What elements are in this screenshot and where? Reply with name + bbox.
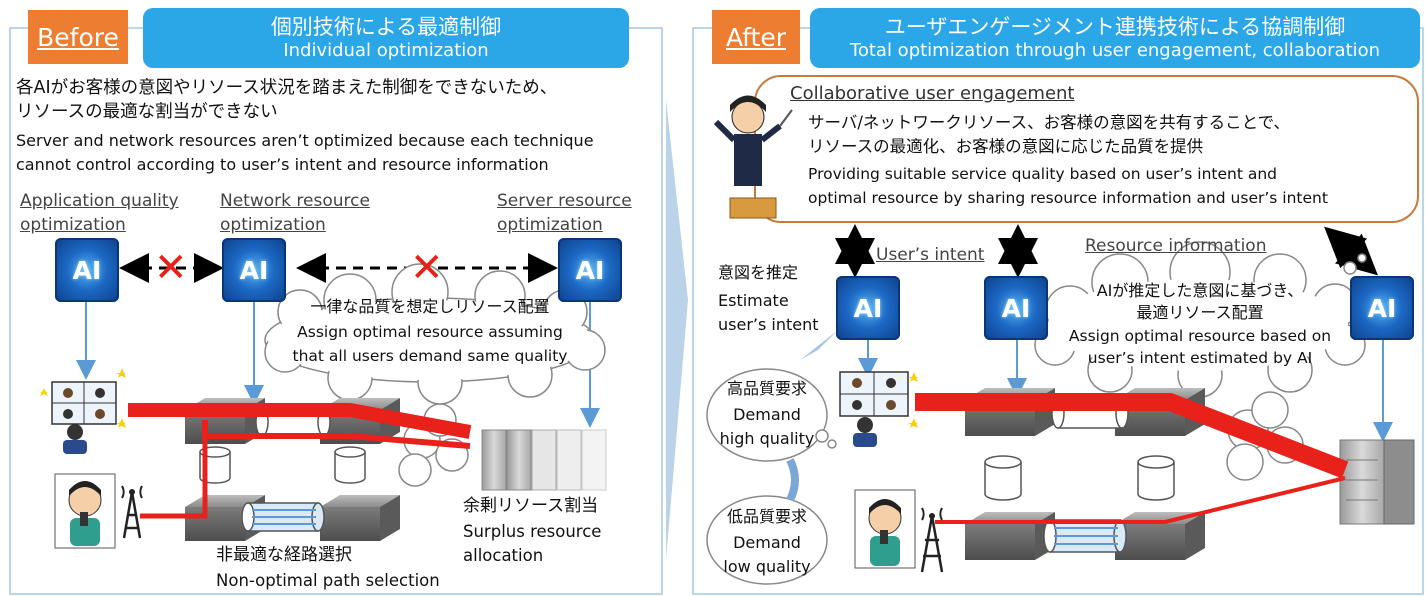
engagement-jp-2: リソースの最適化、お客様の意図に応じた品質を提供: [808, 137, 1204, 156]
high-quality-en-2: high quality: [719, 429, 815, 448]
after-title-en: Total optimization through user engageme…: [849, 39, 1381, 61]
after-flow-low: [935, 476, 1346, 524]
before-flow-video-lower: [202, 420, 471, 449]
engagement-title: Collaborative user engagement: [790, 83, 1075, 104]
estimate-pointer: [800, 330, 838, 360]
after-ai-app-icon: AI: [836, 276, 900, 340]
after-title-jp: ユーザエンゲージメント連携技術による協調制御: [884, 14, 1346, 39]
path-jp: 非最適な経路選択: [216, 545, 352, 565]
cross-icon-1: ✕: [154, 245, 188, 291]
after-cloud-jp-1: AIが推定した意図に基づき、: [1096, 281, 1304, 300]
surplus-en-1: Surplus resource: [463, 522, 602, 541]
before-ai-network-icon: AI: [222, 238, 286, 302]
estimate-jp: 意図を推定: [718, 263, 799, 282]
low-quality-en-2: low quality: [723, 557, 811, 576]
before-flow-video: [128, 403, 472, 439]
before-title-en: Individual optimization: [283, 39, 489, 61]
before-flow-mobile: [140, 436, 208, 519]
after-ai-network-icon: AI: [984, 276, 1048, 340]
before-desc-en-2: cannot control according to user’s inten…: [16, 155, 549, 174]
label-server-resource-1: Server resource: [497, 191, 632, 211]
before-title-jp: 個別技術による最適制御: [270, 14, 502, 39]
before-video-conf-icon: [40, 368, 126, 454]
engagement-en-1: Providing suitable service quality based…: [808, 165, 1278, 183]
after-server: [1339, 439, 1415, 525]
label-app-quality-2: optimization: [20, 215, 126, 235]
after-tag: After: [712, 10, 800, 64]
before-ai-server-icon: AI: [558, 238, 622, 302]
label-server-resource-2: optimization: [497, 215, 603, 235]
before-tag-label: Before: [37, 22, 119, 52]
label-network-resource-2: optimization: [220, 215, 326, 235]
high-quality-jp: 高品質要求: [726, 379, 807, 398]
low-quality-bubble: [706, 495, 828, 585]
estimate-en-1: Estimate: [718, 291, 789, 310]
transition-chevron: [666, 100, 688, 560]
after-cloud-en-2: user’s intent estimated by AI: [1087, 349, 1313, 367]
after-tag-label: After: [725, 22, 787, 52]
before-server-rack: [481, 429, 607, 491]
before-mobile-user-icon: [54, 473, 143, 549]
low-quality-jp: 低品質要求: [726, 507, 807, 526]
after-video-conf-icon: [839, 371, 918, 447]
after-title-banner: ユーザエンゲージメント連携技術による協調制御 Total optimizatio…: [810, 8, 1420, 68]
high-quality-bubble: [706, 368, 837, 462]
users-intent-label: User’s intent: [876, 245, 985, 265]
path-en: Non-optimal path selection: [216, 571, 440, 590]
before-cloud-en-2: that all users demand same quality: [292, 347, 568, 365]
before-cloud-en-1: Assign optimal resource assuming: [297, 323, 563, 341]
conductor-icon: [713, 95, 793, 219]
after-flow-high: [915, 393, 1349, 479]
after-ai-server-icon: AI: [1350, 276, 1414, 340]
engagement-jp-1: サーバ/ネットワークリソース、お客様の意図を共有することで、: [808, 113, 1290, 132]
label-network-resource-1: Network resource: [220, 191, 370, 211]
high-quality-en-1: Demand: [733, 405, 801, 424]
engagement-en-2: optimal resource by sharing resource inf…: [808, 189, 1328, 207]
before-tag: Before: [28, 10, 128, 64]
after-mobile-user-icon: [854, 489, 944, 573]
before-cloud-jp: 一律な品質を想定しリソース配置: [310, 297, 550, 316]
before-pipes: [199, 407, 366, 532]
before-ai-app-icon: AI: [55, 238, 119, 302]
after-cloud-en-1: Assign optimal resource based on: [1068, 327, 1332, 345]
surplus-en-2: allocation: [463, 546, 544, 565]
surplus-jp: 余剰リソース割当: [463, 496, 599, 516]
before-title-banner: 個別技術による最適制御 Individual optimization: [143, 8, 629, 68]
before-desc-jp-2: リソースの最適な割当ができない: [16, 102, 278, 122]
resource-information-label: Resource information: [1085, 236, 1267, 256]
resource-arrow: [1324, 226, 1378, 276]
after-cloud-jp-2: 最適リソース配置: [1136, 303, 1264, 322]
cross-icon-2: ✕: [410, 245, 444, 291]
label-app-quality-1: Application quality: [20, 191, 179, 211]
estimate-en-2: user’s intent: [718, 315, 819, 334]
before-desc-en-1: Server and network resources aren’t opti…: [16, 131, 594, 150]
low-quality-en-1: Demand: [733, 533, 801, 552]
before-desc-jp-1: 各AIがお客様の意図やリソース状況を踏まえた制御をできないため、: [16, 78, 558, 98]
